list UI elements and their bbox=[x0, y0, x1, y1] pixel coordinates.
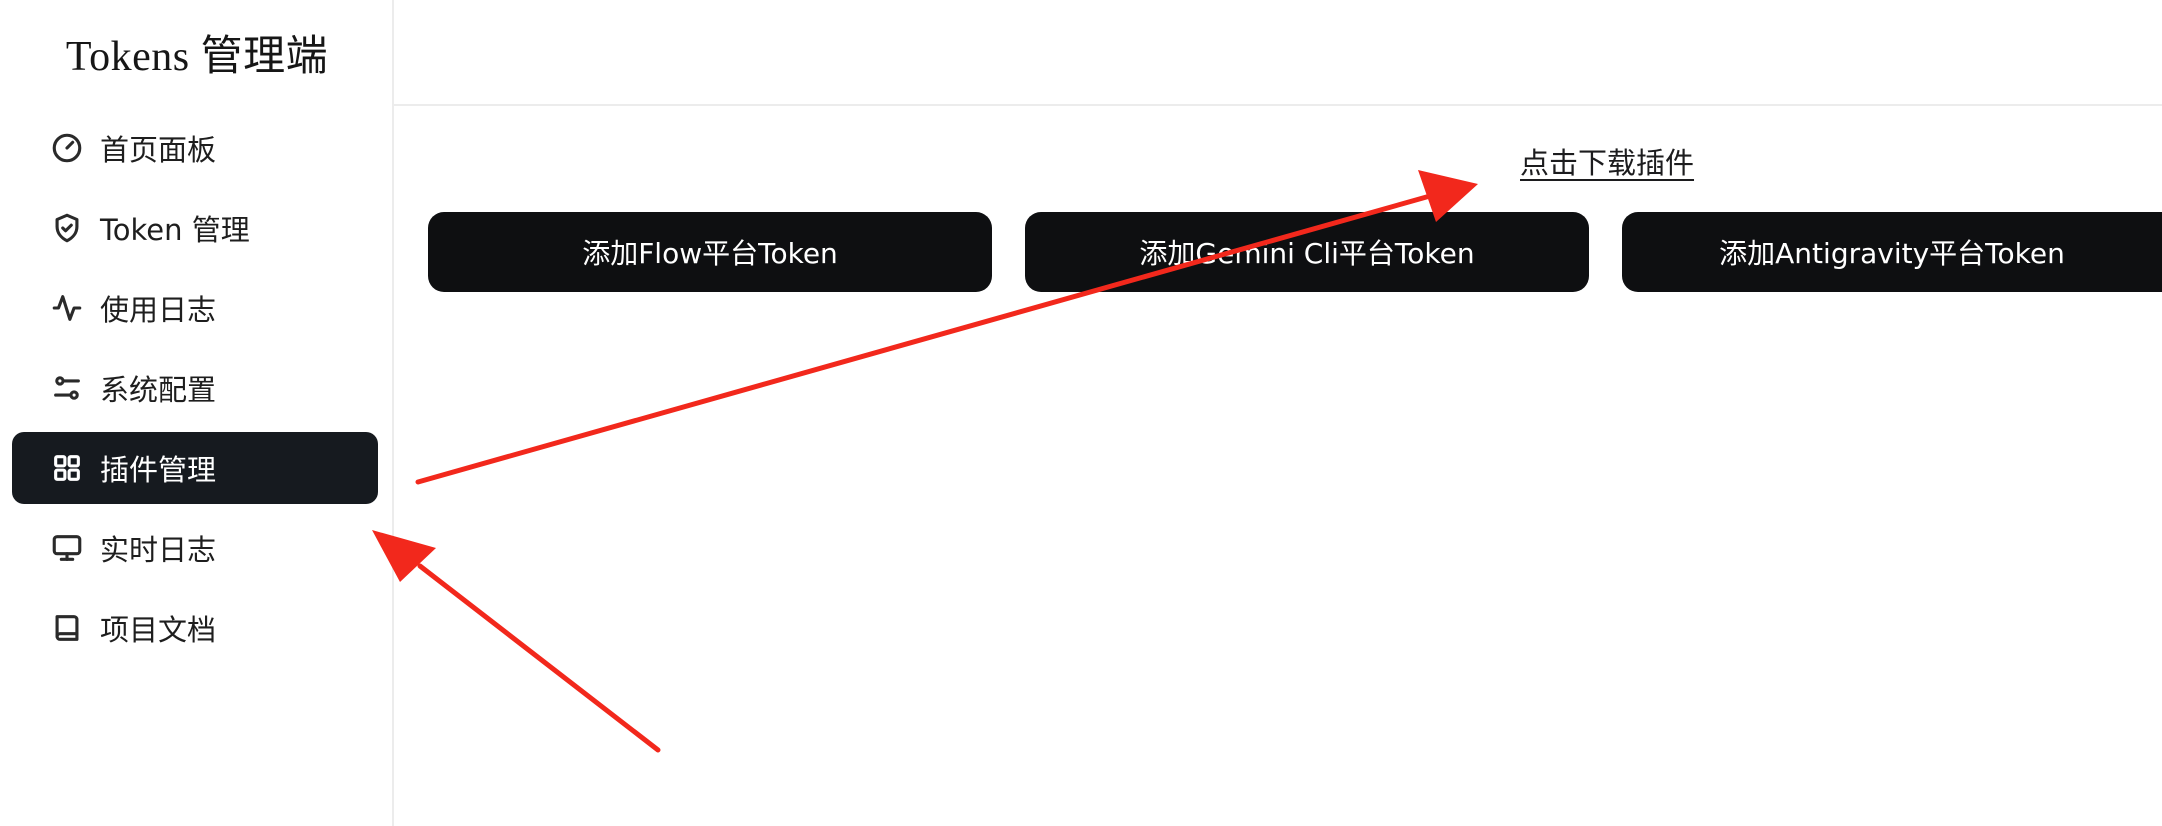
sidebar-item-system-config[interactable]: 系统配置 bbox=[12, 352, 378, 424]
brand-title: Tokens 管理端 bbox=[65, 34, 329, 80]
activity-icon bbox=[50, 291, 84, 325]
sidebar-nav: 首页面板 Token 管理 使用日志 系统配置 bbox=[12, 112, 378, 672]
sidebar-item-realtime-logs[interactable]: 实时日志 bbox=[12, 512, 378, 584]
sidebar-item-label: 项目文档 bbox=[100, 613, 217, 647]
sliders-icon bbox=[50, 371, 84, 405]
sidebar-item-label: 系统配置 bbox=[100, 373, 217, 407]
sidebar: Tokens 管理端 首页面板 Token 管理 使用日志 bbox=[0, 0, 394, 826]
sidebar-item-usage-logs[interactable]: 使用日志 bbox=[12, 272, 378, 344]
add-gemini-cli-token-button[interactable]: 添加Gemini Cli平台Token bbox=[1025, 212, 1589, 292]
sidebar-item-label: 使用日志 bbox=[100, 293, 217, 327]
add-flow-token-button[interactable]: 添加Flow平台Token bbox=[428, 212, 992, 292]
shield-check-icon bbox=[50, 211, 84, 245]
sidebar-item-plugin-management[interactable]: 插件管理 bbox=[12, 432, 378, 504]
add-antigravity-token-button[interactable]: 添加Antigravity平台Token bbox=[1622, 212, 2162, 292]
sidebar-item-label: 首页面板 bbox=[100, 133, 217, 167]
sidebar-item-token-management[interactable]: Token 管理 bbox=[12, 192, 378, 264]
monitor-icon bbox=[50, 531, 84, 565]
annotation-arrow-to-sidebar bbox=[372, 530, 661, 753]
sidebar-item-label: 插件管理 bbox=[100, 453, 217, 487]
sidebar-item-dashboard[interactable]: 首页面板 bbox=[12, 112, 378, 184]
sidebar-item-project-docs[interactable]: 项目文档 bbox=[12, 592, 378, 664]
book-icon bbox=[50, 611, 84, 645]
top-bar bbox=[394, 0, 2162, 106]
gauge-icon bbox=[50, 131, 84, 165]
sidebar-item-label: 实时日志 bbox=[100, 533, 217, 567]
sidebar-item-label: Token 管理 bbox=[100, 213, 250, 247]
download-plugin-link[interactable]: 点击下载插件 bbox=[1520, 146, 1695, 180]
grid-icon bbox=[50, 451, 84, 485]
add-token-buttons: 添加Flow平台Token 添加Gemini Cli平台Token 添加Anti… bbox=[428, 212, 2162, 292]
